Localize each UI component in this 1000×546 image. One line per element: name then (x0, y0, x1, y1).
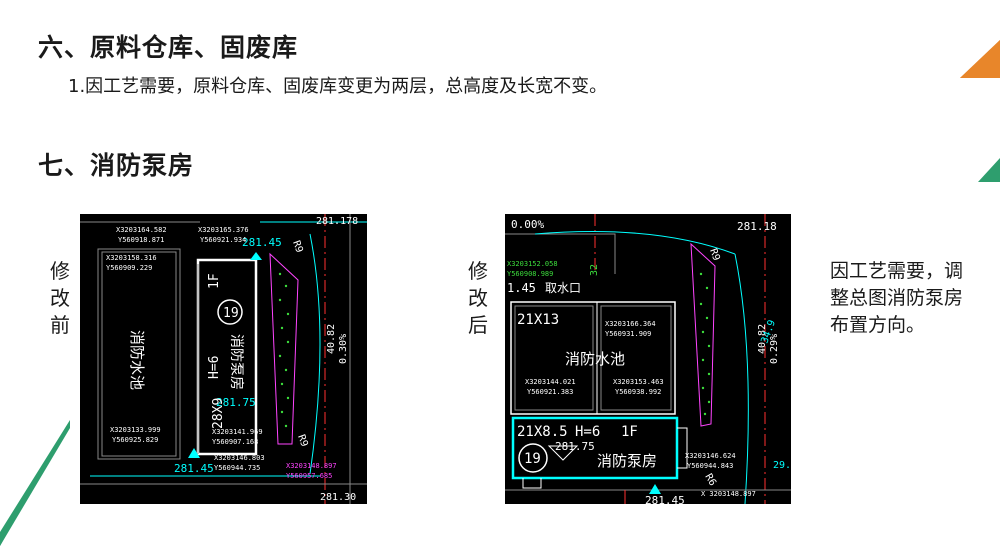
building-no: 19 (524, 451, 541, 467)
elev-top: 281.178 (316, 216, 358, 227)
intake-label: 取水口 (545, 281, 581, 295)
building-no: 19 (223, 306, 239, 321)
coord-1: X3203164.582 (116, 226, 167, 234)
r-label: R9 (290, 239, 304, 254)
pump-label: 消防泵房 (597, 452, 657, 470)
coord-6: Y560938.992 (615, 388, 661, 396)
elev-bottom-right: 281.30 (320, 492, 356, 503)
slope-pct: 0.30% (338, 334, 349, 364)
elev-mid: 281.75 (216, 396, 256, 409)
num-32: 32 (589, 264, 600, 276)
change-reason-text: 因工艺需要，调整总图消防泵房布置方向。 (830, 260, 964, 336)
coord-2: Y560931.909 (605, 330, 651, 338)
elev-tank: 281.45 (242, 236, 282, 249)
coord-3: X3203144.021 (525, 378, 576, 386)
coord-10: Y560907.168 (212, 438, 258, 446)
pump-dims: 28X9 (211, 398, 226, 429)
elev-mid: 281.75 (555, 440, 595, 453)
pool-label: 消防水池 (128, 330, 146, 390)
after-label: 修改后 (468, 259, 488, 337)
coord-g2: Y560908.989 (507, 270, 553, 278)
coord-8: Y560944.843 (687, 462, 733, 470)
slope-value: 40.82 (757, 324, 768, 354)
coord-3: X3203158.316 (106, 254, 157, 262)
pool-label: 消防水池 (565, 350, 625, 368)
r-label-2: R9 (295, 433, 309, 448)
green-corner-decoration (978, 158, 1000, 182)
coord-6: Y560925.829 (112, 436, 158, 444)
slope-pct: 0.29% (769, 334, 780, 364)
coord-2: Y560918.871 (118, 236, 164, 244)
coord-5: X3203133.999 (110, 426, 161, 434)
section6-heading: 六、原料仓库、固废库 (38, 33, 299, 62)
coord-9: X3203141.969 (212, 428, 263, 436)
floors: 1F (207, 273, 222, 289)
pump-height: H=6 (207, 356, 222, 379)
before-label: 修改前 (50, 259, 70, 337)
r-label-2: R6 (702, 472, 718, 488)
green-left-decoration (0, 420, 70, 546)
coord-1: X3203166.364 (605, 320, 656, 328)
pool-dims: 21X13 (517, 312, 559, 328)
coord-g1: X3203152.058 (507, 260, 558, 268)
elev-bottom-left: 281.45 (174, 462, 214, 475)
pct-top: 0.00% (511, 218, 544, 231)
r-label: R9 (707, 247, 721, 262)
coord-7: X3203165.376 (198, 226, 249, 234)
coord-11: X3203146.803 (214, 454, 265, 462)
slope-value: 40.82 (326, 324, 337, 354)
coord-5: X3203153.463 (613, 378, 664, 386)
coord-13: X3203148.897 (286, 462, 337, 470)
elev-left: 1.45 (507, 281, 536, 295)
orange-corner-decoration (960, 40, 1000, 78)
cad-drawing-after: 0.00% 281.18 1.45 281.45 281.75 40.82 0.… (505, 214, 791, 504)
pump-dims: 21X8.5 (517, 424, 568, 440)
section6-note: 1.因工艺需要，原料仓库、固废库变更为两层，总高度及长宽不变。 (68, 76, 608, 97)
elev-top: 281.18 (737, 220, 777, 233)
coord-9: X 3203148.897 (701, 490, 756, 498)
coord-7: X3203146.624 (685, 452, 736, 460)
coord-12: Y560944.735 (214, 464, 260, 472)
coord-4: Y560921.383 (527, 388, 573, 396)
section7-heading: 七、消防泵房 (38, 151, 195, 180)
pump-label: 消防泵房 (228, 334, 244, 390)
pump-height: H=6 (575, 424, 600, 440)
num-29: 29. (773, 460, 791, 471)
elev-bottom: 281.45 (645, 494, 685, 504)
coord-14: Y560957.685 (286, 472, 332, 480)
coord-4: Y560909.229 (106, 264, 152, 272)
floors: 1F (621, 424, 638, 440)
cad-drawing-before: 281.178 281.45 281.45 281.30 281.75 R9 R… (80, 214, 367, 504)
coord-8: Y560921.934 (200, 236, 246, 244)
